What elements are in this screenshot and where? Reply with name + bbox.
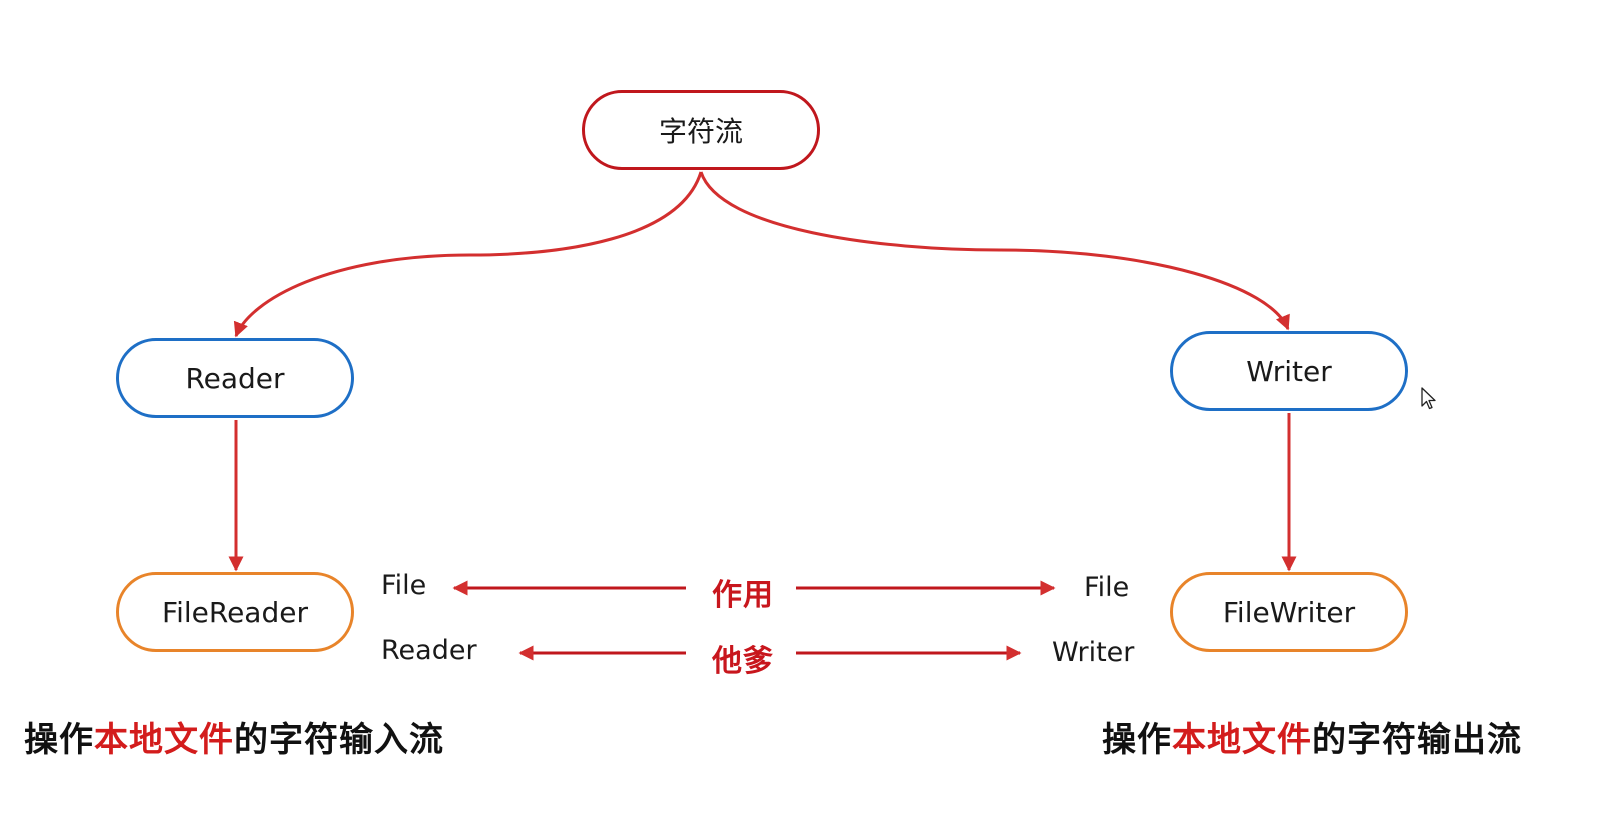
name-part-file-right: File [1084,572,1130,603]
caption-left-suffix: 的字符输入流 [234,720,444,760]
node-writer-label: Writer [1246,354,1332,388]
node-filewriter: FileWriter [1170,572,1408,652]
base-class-label: 他爹 [712,644,774,679]
caption-right-highlight: 本地文件 [1172,720,1312,760]
node-filewriter-label: FileWriter [1222,595,1356,629]
node-character-stream: 字符流 [582,90,820,170]
caption-right-suffix: 的字符输出流 [1312,720,1522,760]
mouse-cursor-icon [1421,387,1436,410]
link-root-to-writer [699,171,1290,331]
caption-input-stream: 操作本地文件的字符输入流 [24,712,444,761]
caption-right-prefix: 操作 [1102,720,1172,760]
link-root-to-reader [233,171,703,338]
name-part-file-left: File [381,570,427,601]
node-reader-label: Reader [185,361,285,395]
caption-left-highlight: 本地文件 [94,720,234,760]
role-label: 作用 [712,578,774,613]
caption-left-prefix: 操作 [24,720,94,760]
node-filereader-label: FileReader [162,595,308,629]
caption-output-stream: 操作本地文件的字符输出流 [1102,712,1522,761]
node-writer: Writer [1170,331,1408,411]
node-character-stream-label: 字符流 [658,115,743,148]
node-reader: Reader [116,338,354,418]
node-filereader: FileReader [116,572,354,652]
name-part-reader-left: Reader [381,635,477,666]
name-part-writer-right: Writer [1052,637,1135,668]
